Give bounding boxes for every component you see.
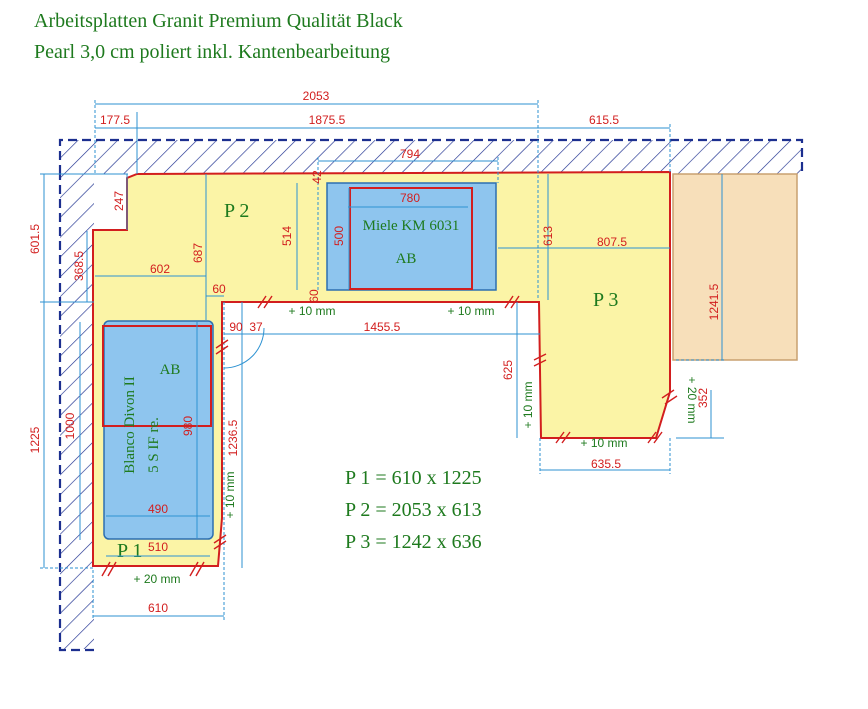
dim-37: 37	[249, 320, 263, 334]
dim-794: 794	[400, 147, 420, 161]
dim-602: 602	[150, 262, 170, 276]
edge-note-top-left: + 10 mm	[288, 304, 335, 318]
dim-780: 780	[400, 191, 420, 205]
dim-60-hob: 60	[307, 289, 321, 303]
dim-60: 60	[212, 282, 226, 296]
edge-note-p1-bottom: + 20 mm	[133, 572, 180, 586]
dim-625: 625	[501, 360, 515, 380]
dim-514: 514	[280, 226, 294, 246]
countertop-outline	[92, 170, 671, 567]
dim-177-5: 177.5	[100, 113, 130, 127]
dim-368-5: 368.5	[72, 251, 86, 281]
summary-p3: P 3 = 1242 x 636	[345, 531, 482, 553]
panel-p1-label: P 1	[117, 540, 142, 562]
dim-500: 500	[332, 226, 346, 246]
summary-p2: P 2 = 2053 x 613	[345, 499, 482, 521]
sink-label-1: Blanco Divon II	[122, 376, 138, 473]
edge-marks	[101, 295, 678, 577]
dimension-lines	[40, 100, 724, 620]
dim-615-5: 615.5	[589, 113, 619, 127]
edge-note-p3-left: + 10 mm	[521, 381, 535, 428]
dim-352: 352	[696, 388, 710, 408]
drawing-title: Arbeitsplatten Granit Premium Qualität B…	[34, 6, 403, 68]
wall-top	[58, 138, 804, 174]
title-line-2: Pearl 3,0 cm poliert inkl. Kantenbearbei…	[34, 41, 391, 63]
dim-807-5: 807.5	[597, 235, 627, 249]
dim-610: 610	[148, 601, 168, 615]
dim-490: 490	[148, 502, 168, 516]
hob-label: Miele KM 6031	[363, 218, 460, 234]
hob-ab-label: AB	[396, 251, 417, 267]
dim-980: 980	[181, 416, 195, 436]
dim-1225: 1225	[28, 426, 42, 453]
dim-613: 613	[541, 226, 555, 246]
panel-p3-label: P 3	[593, 289, 618, 311]
title-line-1: Arbeitsplatten Granit Premium Qualität B…	[34, 10, 403, 32]
sink-cutout	[103, 320, 214, 540]
dim-635-5: 635.5	[591, 457, 621, 471]
hob-frame	[349, 187, 473, 290]
dim-510: 510	[148, 540, 168, 554]
dim-2053: 2053	[303, 89, 330, 103]
dim-1241-5: 1241.5	[707, 283, 721, 320]
hob-cutout	[326, 182, 497, 291]
dim-1875-5: 1875.5	[309, 113, 346, 127]
edge-note-p1-right: + 10 mm	[223, 471, 237, 518]
panel-p2-label: P 2	[224, 200, 249, 222]
dim-1236-5: 1236.5	[226, 419, 240, 456]
edge-note-p3-right: + 20 mm	[685, 376, 699, 423]
dim-601-5: 601.5	[28, 224, 42, 254]
wall-left	[58, 174, 94, 652]
dim-247: 247	[112, 191, 126, 211]
dim-1000: 1000	[63, 412, 77, 439]
dim-1455-5: 1455.5	[364, 320, 401, 334]
sink-label-2: 5 S IF re.	[146, 417, 162, 473]
dim-42: 42	[310, 170, 324, 184]
dim-90: 90	[229, 320, 243, 334]
edge-note-top-right: + 10 mm	[447, 304, 494, 318]
summary-p1: P 1 = 610 x 1225	[345, 467, 482, 489]
sink-frame	[102, 325, 212, 427]
dim-687: 687	[191, 243, 205, 263]
edge-note-p3-bottom: + 10 mm	[580, 436, 627, 450]
side-unit	[672, 173, 798, 361]
sink-ab-label: AB	[160, 362, 181, 378]
